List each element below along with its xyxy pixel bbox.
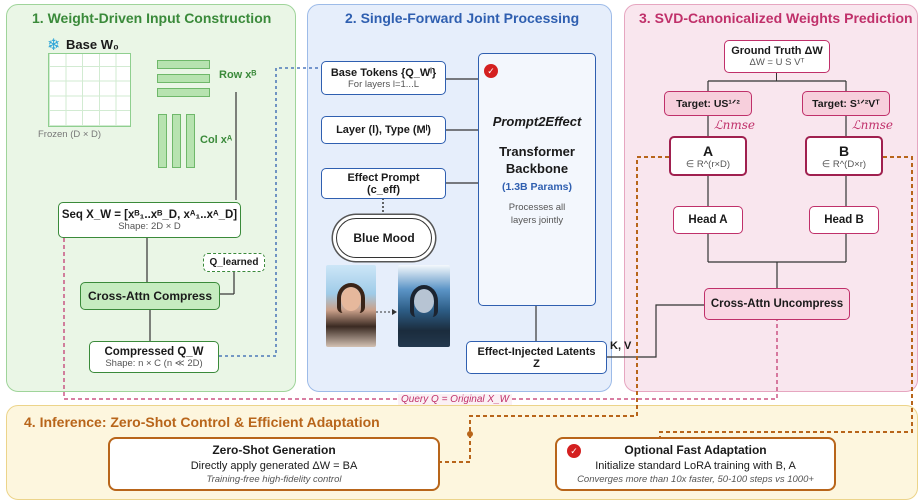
head-b-box: Head B	[809, 206, 879, 234]
latents-sub: Z	[533, 357, 540, 370]
zero-shot-box: Zero-Shot Generation Directly apply gene…	[108, 437, 440, 491]
ofa-note: Converges more than 10x faster, 50-100 s…	[577, 474, 814, 485]
panel2-title: 2. Single-Forward Joint Processing	[345, 10, 580, 26]
sequence-title: Seq X_W = [xᴮ₁..xᴮ_D, xᴬ₁..xᴬ_D]	[61, 208, 238, 221]
gt-sub: ΔW = U S Vᵀ	[749, 57, 805, 68]
row-vector	[157, 60, 210, 69]
loss-b-label: ℒnmse	[852, 118, 894, 132]
effect-prompt-title: Effect Prompt	[347, 171, 420, 184]
zs-note: Training-free high-fidelity control	[206, 474, 342, 485]
row-label: Row xᴮ	[219, 69, 257, 81]
snowflake-icon: ❄	[47, 37, 61, 54]
params-label: (1.3B Params)	[501, 181, 573, 193]
zs-title: Zero-Shot Generation	[212, 443, 336, 457]
cross-attn-uncompress-box: Cross-Attn Uncompress	[704, 288, 850, 320]
ground-truth-box: Ground Truth ΔW ΔW = U S Vᵀ	[724, 40, 830, 73]
b-matrix-box: B ∈ R^(D×r)	[805, 136, 883, 176]
compressed-shape: Shape: n × C (n ≪ 2D)	[105, 357, 203, 369]
model-name: Prompt2Effect	[492, 114, 582, 129]
col-label: Col xᴬ	[200, 134, 233, 146]
sequence-box: Seq X_W = [xᴮ₁..xᴮ_D, xᴬ₁..xᴬ_D] Shape: …	[58, 202, 241, 238]
effect-prompt-box: Effect Prompt (c_eff)	[321, 168, 446, 199]
gt-title: Ground Truth ΔW	[731, 45, 823, 57]
base-tokens-sub: For layers l=1...L	[347, 78, 419, 90]
logo-icon: ✓	[484, 64, 498, 78]
processes-label: Processes all layers jointly	[508, 202, 566, 226]
query-label: Query Q = Original X_W	[398, 394, 513, 405]
base-tokens-box: Base Tokens {Q_Wˡ} For layers l=1...L	[321, 61, 446, 95]
compressed-box: Compressed Q_W Shape: n × C (n ≪ 2D)	[89, 341, 219, 373]
effect-prompt-sub: (c_eff)	[366, 183, 400, 196]
a-matrix-box: A ∈ R^(r×D)	[669, 136, 747, 176]
a-title: A	[702, 142, 714, 159]
kv-label: K, V	[610, 340, 632, 352]
base-tokens-title: Base Tokens {Q_Wˡ}	[330, 66, 437, 79]
base-weight-label: Base W₀	[66, 37, 119, 52]
b-sub: ∈ R^(D×r)	[821, 158, 867, 170]
base-weight-grid	[48, 53, 131, 127]
backbone-title: Transformer Backbone	[499, 144, 575, 176]
effect-latents-box: Effect-Injected Latents Z	[466, 341, 607, 374]
head-a-box: Head A	[673, 206, 743, 234]
b-title: B	[838, 142, 850, 159]
row-vector	[157, 74, 210, 83]
fast-adaptation-box: ✓ Optional Fast Adaptation Initialize st…	[555, 437, 836, 491]
col-vector	[186, 114, 195, 168]
panel1-title: 1. Weight-Driven Input Construction	[32, 10, 272, 26]
original-photo	[326, 265, 376, 347]
loss-a-label: ℒnmse	[714, 118, 756, 132]
col-vector	[172, 114, 181, 168]
q-learned-box: Q_learned	[203, 253, 265, 272]
transformer-backbone: ✓ Prompt2Effect Transformer Backbone (1.…	[478, 53, 596, 306]
target-b-box: Target: S¹ᐟ²Vᵀ	[802, 91, 890, 116]
panel3-title: 3. SVD-Canonicalized Weights Prediction	[639, 10, 913, 26]
panel4-title: 4. Inference: Zero-Shot Control & Effici…	[24, 414, 380, 430]
latents-title: Effect-Injected Latents	[477, 345, 596, 358]
layer-type-box: Layer (l), Type (Mˡ)	[321, 116, 446, 144]
effected-photo	[398, 265, 450, 347]
gt-stem	[776, 73, 778, 81]
sequence-shape: Shape: 2D × D	[118, 220, 181, 232]
compressed-title: Compressed Q_W	[104, 345, 204, 358]
blue-mood-cloud: Blue Mood	[336, 218, 432, 258]
col-vector	[158, 114, 167, 168]
cross-attn-compress-box: Cross-Attn Compress	[80, 282, 220, 310]
row-vector	[157, 88, 210, 97]
ofa-line: Initialize standard LoRA training with B…	[595, 460, 796, 472]
logo-icon: ✓	[567, 444, 581, 458]
frozen-label: Frozen (D × D)	[38, 129, 102, 140]
target-a-box: Target: US¹ᐟ²	[664, 91, 752, 116]
zs-line: Directly apply generated ΔW = BA	[190, 460, 358, 472]
ofa-title: Optional Fast Adaptation	[624, 443, 767, 457]
a-sub: ∈ R^(r×D)	[685, 158, 731, 170]
